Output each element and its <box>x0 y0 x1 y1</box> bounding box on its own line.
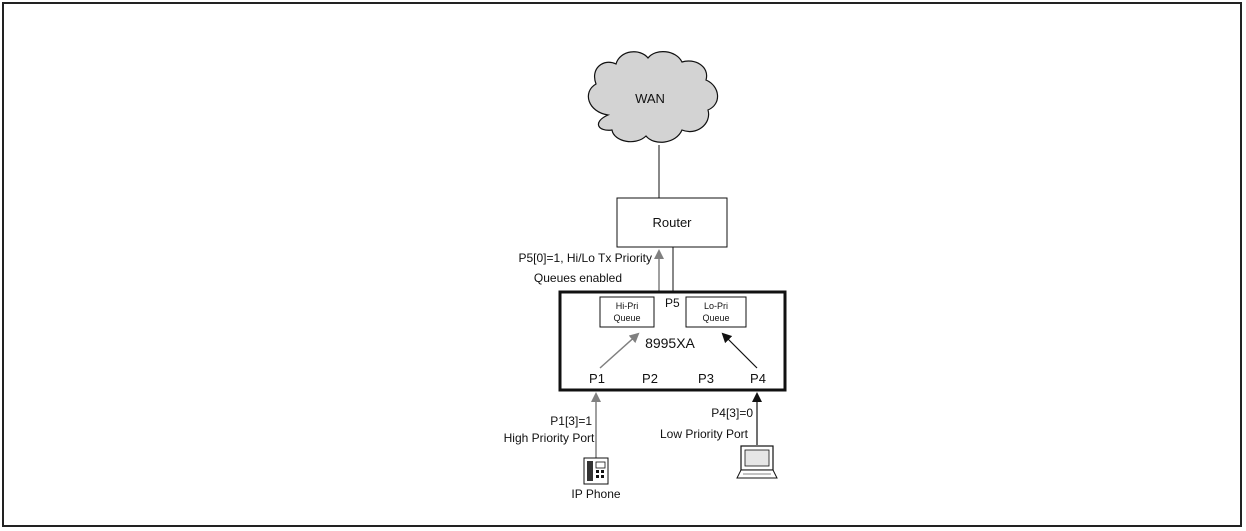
port-p4-label: P4 <box>750 371 766 386</box>
right-note-line1: P4[3]=0 <box>711 406 753 420</box>
router-label: Router <box>652 215 692 230</box>
left-note-line2: High Priority Port <box>504 431 595 445</box>
ip-phone-icon <box>583 457 609 485</box>
wan-cloud: WAN <box>587 51 719 143</box>
switch-8995xa: Hi-Pri Queue Lo-Pri Queue P5 8995XA P1 P… <box>558 290 787 392</box>
p1-to-hi-queue-arrow <box>599 332 640 369</box>
lo-queue-line2: Queue <box>702 313 729 323</box>
lo-pri-queue-box <box>685 296 747 328</box>
laptop-icon <box>736 445 778 479</box>
p4-to-lo-queue-arrow <box>721 332 758 369</box>
port-p5-label: P5 <box>665 296 680 310</box>
port-p1-label: P1 <box>589 371 605 386</box>
wan-label: WAN <box>635 91 665 106</box>
lo-queue-line1: Lo-Pri <box>704 301 728 311</box>
right-note-line2: Low Priority Port <box>660 427 749 441</box>
router: Router <box>616 197 728 248</box>
port-p2-label: P2 <box>642 371 658 386</box>
port-p3-label: P3 <box>698 371 714 386</box>
ip-phone-label: IP Phone <box>571 487 620 501</box>
switch-label: 8995XA <box>645 335 695 351</box>
left-note-line1: P1[3]=1 <box>550 414 592 428</box>
hi-queue-line1: Hi-Pri <box>616 301 639 311</box>
uplink-note-line1: P5[0]=1, Hi/Lo Tx Priority <box>519 251 653 265</box>
hi-pri-queue-box <box>599 296 655 328</box>
uplink-note-line2: Queues enabled <box>534 271 622 285</box>
hi-queue-line2: Queue <box>613 313 640 323</box>
